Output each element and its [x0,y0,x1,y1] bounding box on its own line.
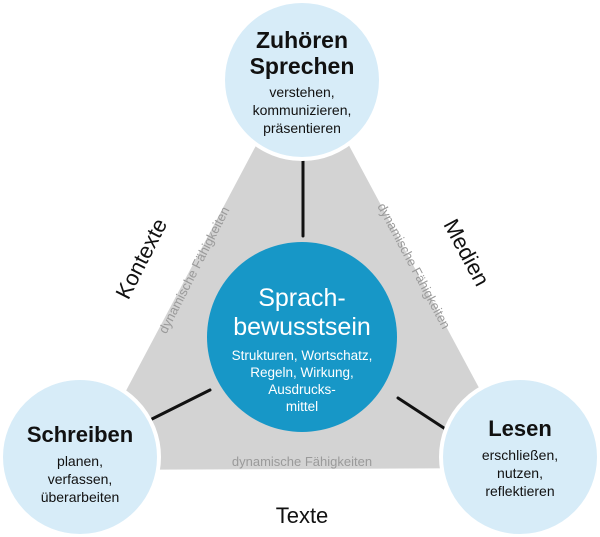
center-sub-line-4: mittel [286,399,318,414]
side-label-right: Medien [439,215,495,290]
spoke-right [396,396,452,434]
center-sub-line-1: Strukturen, Wortschatz, [232,348,373,363]
top-sub-line-3: präsentieren [263,120,341,136]
right-sub-line-1: erschließen, [482,447,558,463]
right-sub-line-2: nutzen, [497,465,543,481]
left-sub-line-1: planen, [57,453,103,469]
right-title-line-1: Lesen [488,416,552,441]
right-circle [439,376,600,537]
top-sub-line-2: kommunizieren, [253,102,352,118]
center-sub-line-3: Ausdrucks- [268,382,336,397]
left-title-line-1: Schreiben [27,422,133,447]
top-title-line-1: Zuhören [256,27,348,53]
dynamic-label-bottom: dynamische Fähigkeiten [232,454,372,469]
center-title-line-1: Sprach- [258,284,346,312]
left-sub-line-2: verfassen, [48,471,113,487]
top-circle [221,0,383,161]
center-sub-line-2: Regeln, Wirkung, [250,365,354,380]
center-circle [207,242,397,432]
top-title-line-2: Sprechen [250,53,355,79]
side-label-bottom: Texte [276,503,329,528]
left-circle [0,376,161,537]
top-sub-line-1: verstehen, [269,84,334,100]
spoke-left [148,388,212,422]
center-title-line-2: bewusstsein [233,313,371,341]
right-sub-line-3: reflektieren [485,483,554,499]
left-sub-line-3: überarbeiten [41,489,120,505]
side-label-left: Kontexte [110,214,172,303]
